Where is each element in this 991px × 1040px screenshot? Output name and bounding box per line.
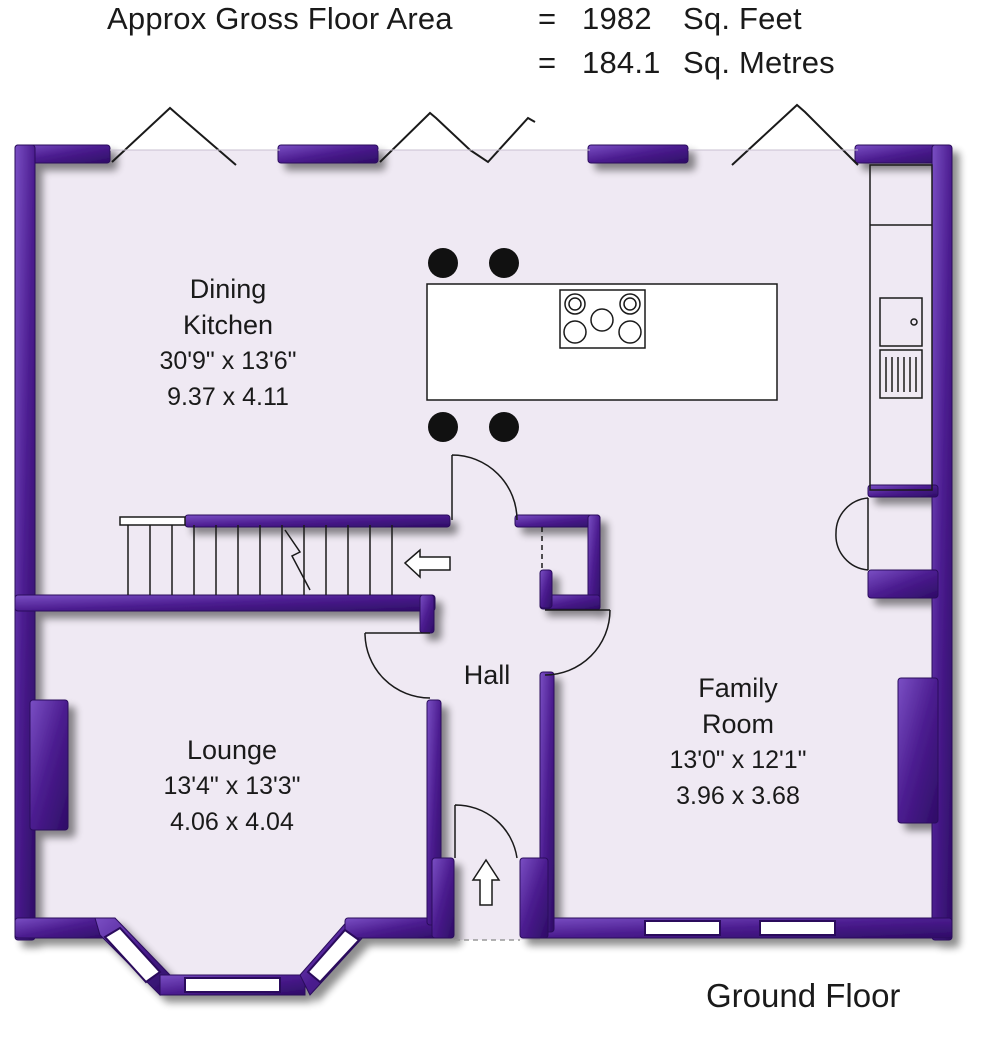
- gross-area-sqm-unit: Sq. Metres: [683, 45, 835, 80]
- gross-area-sqm-value: 184.1: [582, 45, 661, 80]
- gross-area-eq-2: =: [538, 45, 557, 80]
- room-dining-kitchen-name-2: Kitchen: [182, 310, 274, 340]
- floor-label: Ground Floor: [706, 977, 901, 1014]
- gross-area-eq-1: =: [538, 1, 557, 36]
- room-lounge-imperial: 13'4" x 13'3": [163, 772, 301, 800]
- door-swings: [364, 454, 869, 941]
- room-family-room: Family Room 13'0" x 12'1" 3.96 x 3.68: [638, 670, 838, 814]
- room-hall-name: Hall: [463, 660, 511, 690]
- room-dining-kitchen-metric: 9.37 x 4.11: [167, 383, 289, 411]
- room-lounge: Lounge 13'4" x 13'3" 4.06 x 4.04: [132, 732, 332, 840]
- room-family-room-name-1: Family: [698, 673, 778, 703]
- gross-area-sqft-value: 1982: [582, 1, 652, 36]
- gross-area-label: Approx Gross Floor Area: [107, 1, 453, 36]
- bay-windows: [103, 920, 836, 993]
- room-family-room-imperial: 13'0" x 12'1": [669, 746, 807, 774]
- staircase: [119, 516, 451, 595]
- kitchen-island: [426, 283, 778, 401]
- room-lounge-name: Lounge: [186, 735, 278, 765]
- room-dining-kitchen: Dining Kitchen 30'9" x 13'6" 9.37 x 4.11: [128, 271, 328, 415]
- room-dining-kitchen-name-1: Dining: [189, 274, 267, 304]
- room-lounge-metric: 4.06 x 4.04: [170, 808, 294, 836]
- walls: [14, 144, 953, 996]
- bar-stools: [428, 248, 519, 442]
- bifold-doors: [110, 103, 859, 166]
- kitchen-units: [869, 164, 933, 491]
- room-family-room-metric: 3.96 x 3.68: [676, 782, 800, 810]
- gross-area-sqft-unit: Sq. Feet: [683, 1, 802, 36]
- room-dining-kitchen-imperial: 30'9" x 13'6": [159, 347, 297, 375]
- room-family-room-name-2: Room: [701, 709, 775, 739]
